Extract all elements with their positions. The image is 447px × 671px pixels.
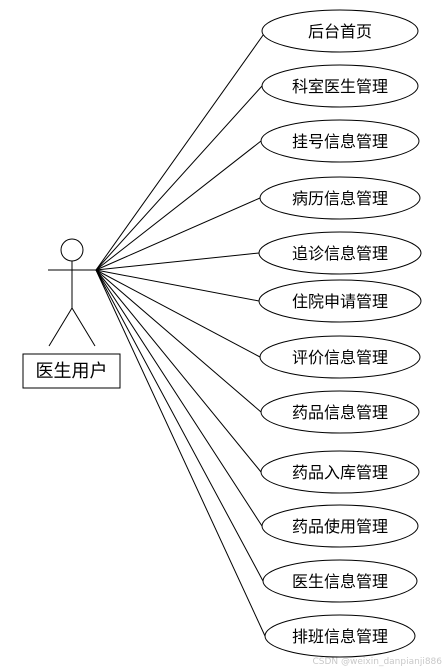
use-case-ellipse [264, 614, 416, 658]
association-line [95, 269, 261, 358]
use-case: 挂号信息管理 [260, 119, 420, 163]
use-case-label: 科室医生管理 [292, 77, 388, 96]
use-case-label: 医生信息管理 [292, 572, 388, 591]
use-case: 追诊信息管理 [258, 231, 422, 275]
association-line [95, 85, 263, 271]
actor-figure [48, 238, 96, 347]
use-case-label: 后台首页 [308, 22, 372, 41]
use-case-ellipse [262, 559, 418, 603]
use-case-ellipse [260, 390, 420, 434]
use-case-label: 药品使用管理 [292, 517, 388, 536]
association-line [95, 269, 264, 582]
use-case: 住院申请管理 [258, 279, 422, 323]
actor-label: 医生用户 [36, 361, 108, 382]
watermark: CSDN @weixin_danpianji886 [313, 657, 443, 667]
use-case-ellipse [259, 176, 421, 220]
association-lines [95, 30, 267, 637]
use-case: 药品使用管理 [261, 504, 419, 548]
use-case-label: 药品入库管理 [292, 463, 388, 482]
association-line [95, 269, 260, 302]
actor-right-leg [71, 307, 96, 347]
use-cases: 后台首页 科室医生管理 挂号信息管理 病历信息管理 追诊信息管理 住院申请管理 … [258, 9, 422, 658]
use-case-ellipse [260, 119, 420, 163]
use-case: 科室医生管理 [261, 64, 419, 108]
association-line [95, 269, 263, 527]
use-case-ellipse [258, 279, 422, 323]
association-line [95, 140, 262, 271]
use-case: 医生信息管理 [262, 559, 418, 603]
use-case: 病历信息管理 [259, 176, 421, 220]
association-line [95, 30, 267, 271]
actor-left-leg [48, 307, 73, 347]
use-case: 药品入库管理 [260, 450, 420, 494]
use-case: 药品信息管理 [260, 390, 420, 434]
use-case-label: 追诊信息管理 [292, 244, 388, 263]
use-case-label: 药品信息管理 [292, 403, 388, 422]
use-case-label: 排班信息管理 [292, 627, 388, 646]
use-case-ellipse [261, 64, 419, 108]
use-case: 排班信息管理 [264, 614, 416, 658]
association-line [95, 269, 262, 473]
use-case-ellipse [261, 504, 419, 548]
actor-head [60, 238, 84, 262]
use-case-label: 病历信息管理 [292, 189, 388, 208]
use-case: 评价信息管理 [259, 335, 421, 379]
use-case-ellipse [259, 335, 421, 379]
actor-label-border [22, 353, 121, 389]
association-line [95, 252, 260, 271]
association-line [95, 269, 262, 413]
use-case-label: 住院申请管理 [292, 292, 388, 311]
association-line [95, 269, 266, 637]
use-case-ellipse [260, 450, 420, 494]
use-case-label: 挂号信息管理 [292, 132, 388, 151]
actor-label-box: 医生用户 [22, 353, 121, 389]
use-case-label: 评价信息管理 [292, 348, 388, 367]
use-case-ellipse [258, 231, 422, 275]
use-case-ellipse [261, 9, 419, 53]
association-line [95, 197, 261, 271]
use-case: 后台首页 [261, 9, 419, 53]
